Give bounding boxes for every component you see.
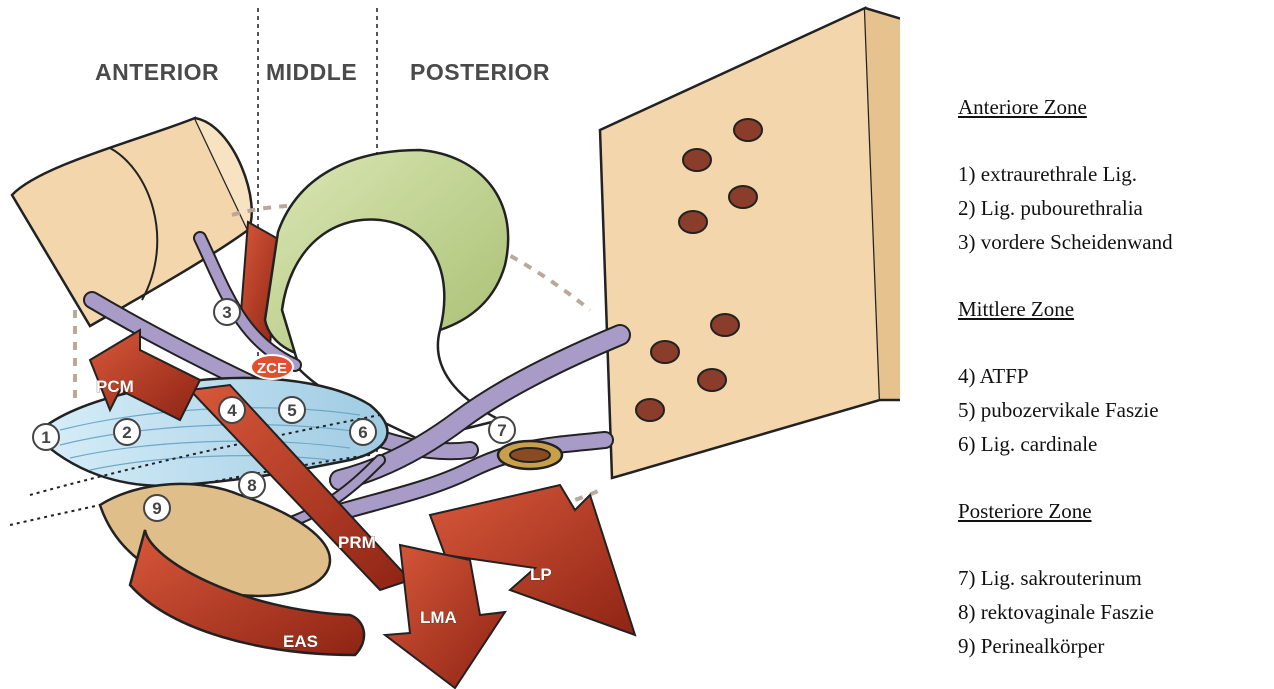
rectum-ring [498, 441, 562, 469]
svg-text:1: 1 [41, 428, 50, 447]
svg-text:5: 5 [287, 401, 296, 420]
number-marker-3: 3 [214, 299, 240, 325]
number-marker-1: 1 [33, 424, 59, 450]
number-marker-8: 8 [239, 472, 265, 498]
svg-text:6: 6 [358, 423, 367, 442]
legend: Anteriore Zone 1) extraurethrale Lig. 2)… [958, 0, 1274, 689]
legend-item-7: 7) Lig. sakrouterinum [958, 566, 1142, 590]
legend-heading-middle: Mittlere Zone [958, 297, 1074, 321]
legend-item-3: 3) vordere Scheidenwand [958, 230, 1173, 254]
zce-badge: ZCE [251, 355, 293, 379]
svg-text:ZCE: ZCE [257, 360, 287, 377]
number-marker-9: 9 [144, 495, 170, 521]
svg-text:7: 7 [497, 421, 506, 440]
pubic-bone [12, 118, 252, 326]
number-marker-5: 5 [279, 397, 305, 423]
label-prm: PRM [338, 533, 376, 552]
svg-text:3: 3 [222, 303, 231, 322]
legend-item-2: 2) Lig. pubourethralia [958, 196, 1143, 220]
svg-text:4: 4 [227, 401, 237, 420]
svg-text:2: 2 [122, 423, 131, 442]
legend-item-6: 6) Lig. cardinale [958, 432, 1097, 456]
svg-text:9: 9 [152, 499, 161, 518]
number-marker-4: 4 [219, 397, 245, 423]
svg-text:8: 8 [247, 476, 256, 495]
number-marker-7: 7 [489, 417, 515, 443]
number-marker-2: 2 [114, 419, 140, 445]
pelvic-floor-diagram: ANTERIOR MIDDLE POSTERIOR [0, 0, 900, 689]
legend-item-8: 8) rektovaginale Faszie [958, 600, 1154, 624]
zone-heading-anterior: ANTERIOR [95, 59, 219, 85]
zone-heading-middle: MIDDLE [266, 59, 357, 85]
zone-heading-posterior: POSTERIOR [410, 59, 550, 85]
legend-item-4: 4) ATFP [958, 364, 1029, 388]
label-eas: EAS [283, 632, 318, 651]
legend-item-5: 5) pubozervikale Faszie [958, 398, 1159, 422]
legend-heading-anterior: Anteriore Zone [958, 95, 1087, 119]
sacrum [600, 8, 900, 478]
number-marker-6: 6 [350, 419, 376, 445]
legend-item-9: 9) Perinealkörper [958, 634, 1104, 658]
label-lp: LP [530, 565, 552, 584]
legend-heading-posterior: Posteriore Zone [958, 499, 1092, 523]
label-pcm: PCM [96, 377, 134, 396]
label-lma: LMA [420, 608, 457, 627]
legend-item-1: 1) extraurethrale Lig. [958, 162, 1137, 186]
